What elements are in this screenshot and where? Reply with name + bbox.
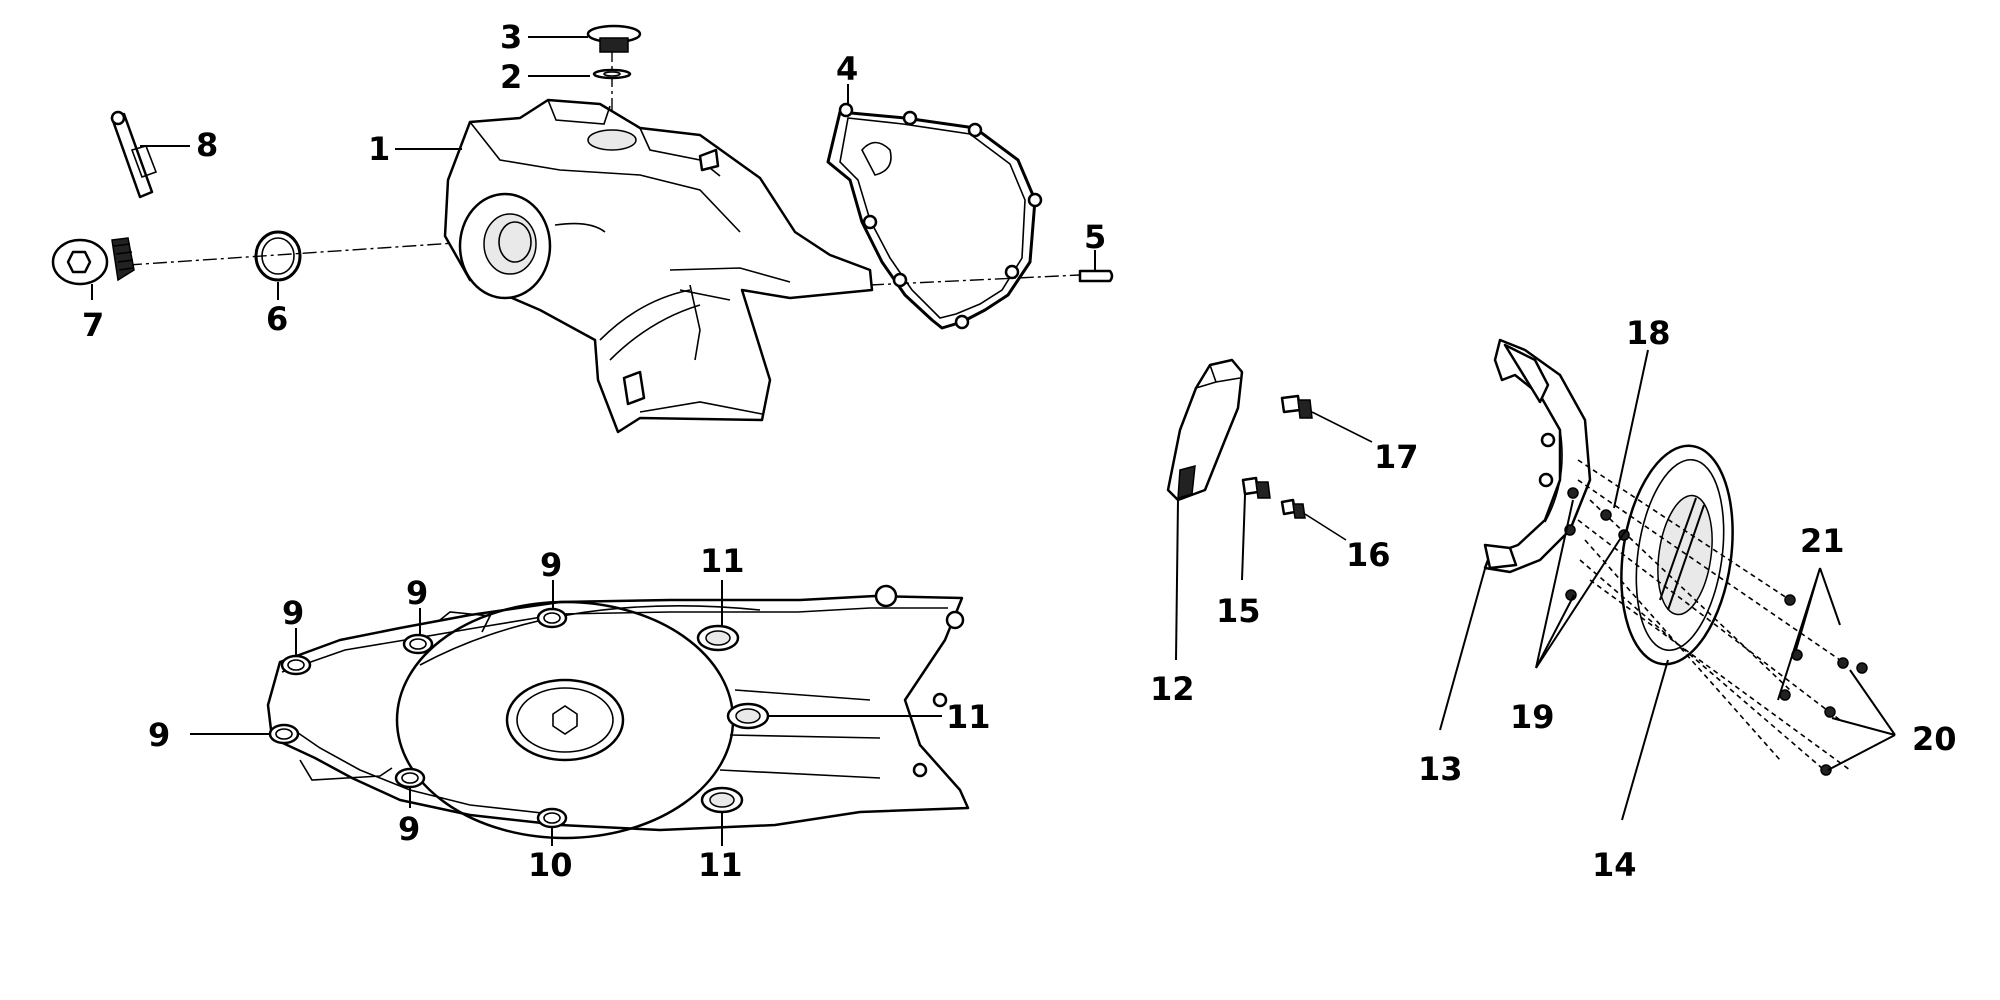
part-12-bracket — [1166, 358, 1244, 502]
part-5-dowel-pin — [1078, 269, 1114, 283]
label-part-6: 6 — [266, 300, 288, 338]
part-15-bolt — [1241, 476, 1271, 499]
part-14-disc — [1620, 444, 1734, 666]
dashed-alignment-lines — [1577, 459, 1851, 776]
part-6-o-ring — [254, 230, 302, 282]
label-part-12: 12 — [1150, 670, 1195, 708]
outer-cover-assembly — [190, 580, 970, 846]
leader-lines-right — [1175, 349, 1896, 821]
label-part-16: 16 — [1346, 536, 1391, 574]
label-part-1: 1 — [368, 130, 390, 168]
label-part-20: 20 — [1912, 720, 1957, 758]
label-part-11-c: 11 — [698, 846, 743, 884]
fasteners-20-21 — [1779, 594, 1868, 776]
label-part-18: 18 — [1626, 314, 1671, 352]
leader-lines-upper — [91, 36, 1096, 300]
grommets-9-10 — [268, 607, 568, 829]
part-17-bolt — [1280, 394, 1373, 443]
label-part-21: 21 — [1800, 522, 1845, 560]
part-4-gasket — [826, 102, 1043, 330]
label-part-9-b: 9 — [406, 574, 428, 612]
part-outer-cover — [266, 584, 970, 840]
label-part-11-a: 11 — [700, 542, 745, 580]
part-16-bolt — [1280, 498, 1347, 541]
label-part-15: 15 — [1216, 592, 1261, 630]
label-part-9-d: 9 — [148, 716, 170, 754]
part-8-bolt — [110, 110, 158, 199]
label-part-2: 2 — [500, 58, 522, 96]
label-part-13: 13 — [1418, 750, 1463, 788]
part-1-crankcase-cover — [443, 98, 874, 434]
cover-assembly-upper — [51, 24, 1114, 434]
label-part-3: 3 — [500, 18, 522, 56]
label-part-9-c: 9 — [540, 546, 562, 584]
part-7-drain-plug — [51, 237, 135, 286]
part-labels: 1 2 3 4 5 6 7 8 9 9 9 9 9 10 11 11 11 12… — [82, 18, 1957, 884]
label-part-10: 10 — [528, 846, 573, 884]
label-part-8: 8 — [196, 126, 218, 164]
label-part-11-b: 11 — [946, 698, 991, 736]
label-part-17: 17 — [1374, 438, 1419, 476]
label-part-14: 14 — [1592, 846, 1637, 884]
label-part-5: 5 — [1084, 218, 1106, 256]
label-part-7: 7 — [82, 306, 104, 344]
label-part-4: 4 — [836, 50, 858, 88]
inspection-cover-assembly — [1166, 338, 1896, 821]
label-part-9-a: 9 — [282, 594, 304, 632]
leader-lines-lower — [190, 580, 942, 846]
part-3-filler-cap — [586, 24, 642, 53]
label-part-19: 19 — [1510, 698, 1555, 736]
part-2-washer — [592, 68, 632, 80]
grommets-11 — [696, 624, 770, 814]
label-part-9-e: 9 — [398, 810, 420, 848]
part-13-cover-plate — [1483, 338, 1592, 574]
